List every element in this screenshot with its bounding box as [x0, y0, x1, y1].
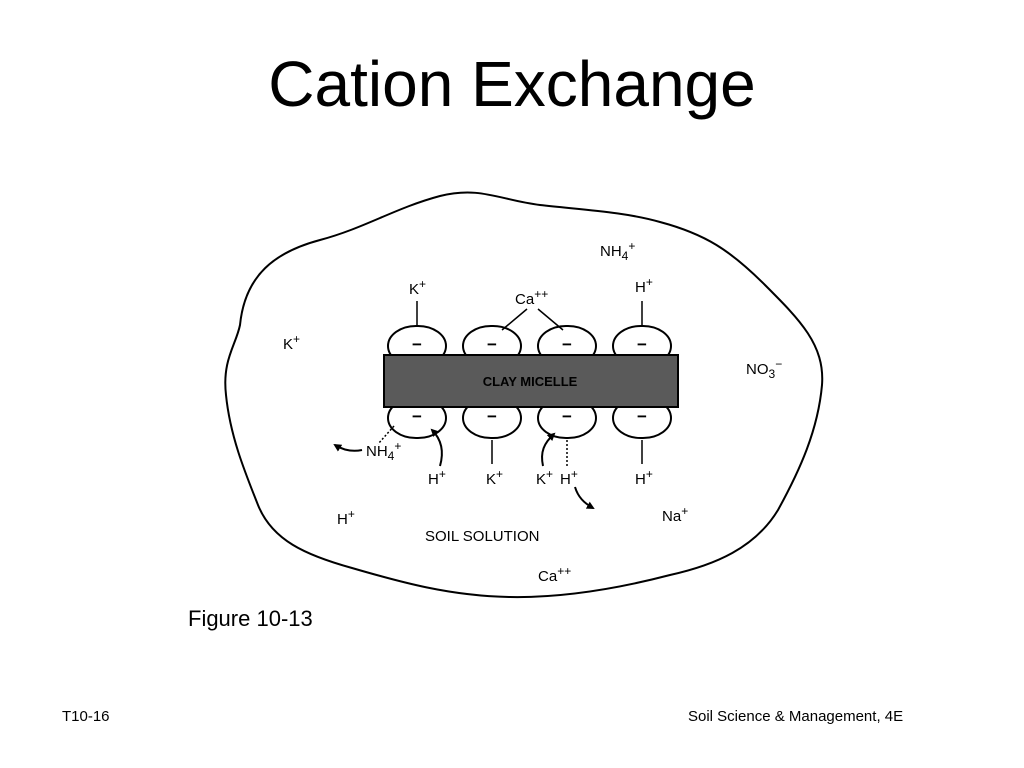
soil-solution-boundary	[224, 191, 824, 599]
svg-text:−: −	[562, 407, 572, 426]
ion-k-bottom-1: K+	[486, 467, 503, 488]
arrow-h-release	[574, 486, 595, 509]
svg-text:−: −	[562, 335, 572, 354]
ion-nh4-solution: NH4+	[600, 239, 635, 263]
ion-k-bottom-2: K+	[536, 467, 553, 488]
ion-h-bottom-2: H+	[560, 467, 578, 488]
figure-caption: Figure 10-13	[188, 606, 313, 631]
ion-no3: NO3−	[746, 357, 782, 381]
ion-ca-top: Ca++	[515, 287, 548, 308]
ion-h-top: H+	[635, 275, 653, 296]
arrow-k-adsorb	[541, 432, 556, 467]
svg-text:−: −	[487, 407, 497, 426]
slide-number: T10-16	[62, 708, 110, 725]
ion-ca-solution: Ca++	[538, 564, 571, 585]
ion-bonds	[377, 301, 643, 466]
svg-text:−: −	[637, 407, 647, 426]
clay-micelle	[383, 354, 679, 408]
ion-na: Na+	[662, 504, 688, 525]
arrow-h-adsorb	[430, 428, 443, 467]
ion-h-solution: H+	[337, 507, 355, 528]
svg-text:−: −	[412, 335, 422, 354]
svg-text:−: −	[637, 335, 647, 354]
ion-k-solution: K+	[283, 332, 300, 353]
soil-solution-label: SOIL SOLUTION	[425, 528, 539, 545]
clay-micelle-label: CLAY MICELLE	[483, 374, 578, 389]
ion-h-bottom-3: H+	[635, 467, 653, 488]
ion-h-bottom-1: H+	[428, 467, 446, 488]
svg-text:−: −	[412, 407, 422, 426]
slide-title: Cation Exchange	[268, 48, 756, 120]
ion-nh4-exchanged: NH4+	[366, 439, 401, 463]
arrow-nh4-release	[333, 443, 363, 452]
negative-charges: − − − − − − − −	[412, 335, 647, 426]
svg-text:−: −	[487, 335, 497, 354]
textbook-reference: Soil Science & Management, 4E	[688, 708, 904, 725]
ion-k-top: K+	[409, 277, 426, 298]
